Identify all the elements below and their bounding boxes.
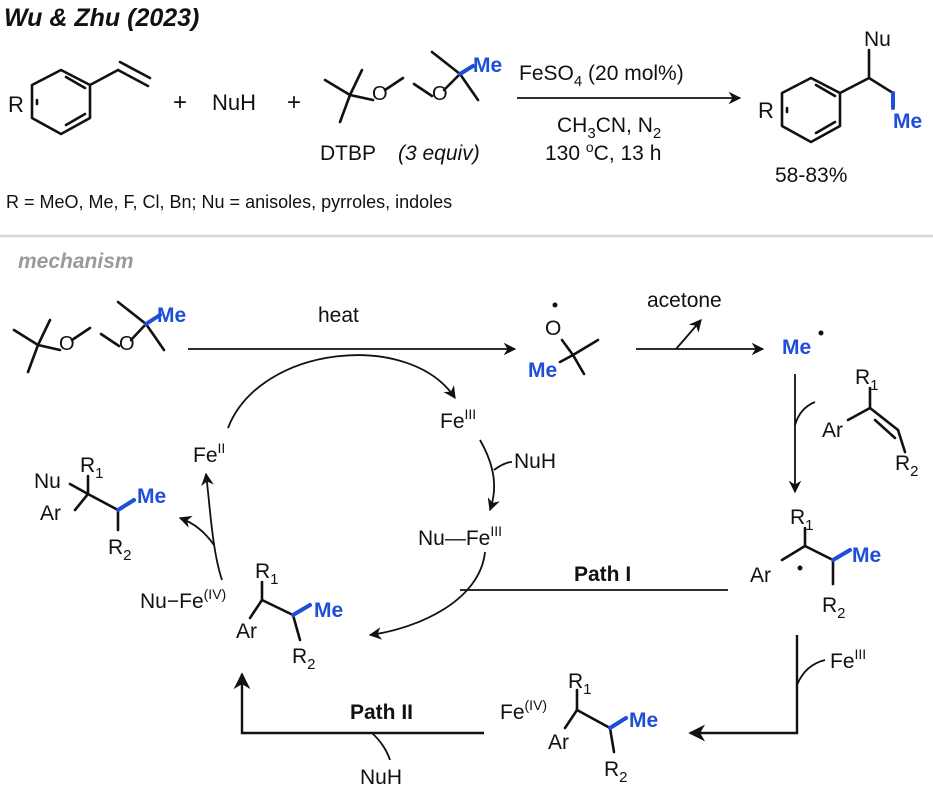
alkoxy-oxygen-label: O <box>545 317 561 340</box>
alkene-r1: R1 <box>855 366 879 394</box>
alkoxy-radical-structure <box>552 302 600 376</box>
nuh-reagent: NuH <box>212 90 256 115</box>
plus-sign-1: + <box>173 89 187 116</box>
yield-range: 58-83% <box>775 164 847 187</box>
mech-dtbp-o1: O <box>59 333 75 355</box>
mech-product-nu: Nu <box>34 470 61 493</box>
conditions-solvent: CH3CN, N2 <box>557 114 661 142</box>
radical-r2: R2 <box>822 594 846 622</box>
cycle-arc-feii-to-feiii <box>227 354 456 429</box>
path2-fe-arrow <box>688 635 799 742</box>
mech-dtbp-o2: O <box>119 333 135 355</box>
benzylic-radical-structure <box>780 526 852 586</box>
dtbp-structure <box>323 50 480 124</box>
nuh-label-1: NuH <box>514 450 556 473</box>
fe4-lower-r1: R1 <box>568 670 592 698</box>
dtbp-methyl-label: Me <box>473 54 502 77</box>
dtbp-equiv: (3 equiv) <box>398 142 480 165</box>
mech-product-r2: R2 <box>108 536 132 564</box>
acetone-release-arrow <box>675 319 702 350</box>
methyl-radical-label: Me <box>782 336 811 359</box>
fe-iii-label-2: FeIII <box>830 646 866 673</box>
dtbp-o1: O <box>372 83 388 105</box>
citation-title: Wu & Zhu (2023) <box>4 4 199 32</box>
product-release-arrow <box>178 515 215 546</box>
product-structure <box>780 48 895 144</box>
fe4-cycle-methyl-label: Me <box>314 599 343 622</box>
alkene-r2: R2 <box>895 452 919 480</box>
fe4-lower-methyl-label: Me <box>629 709 658 732</box>
conditions-temperature: 130 oC, 13 h <box>545 139 661 165</box>
fe4-lower-fe: Fe(IV) <box>500 697 547 724</box>
product-methyl-label: Me <box>893 110 922 133</box>
dtbp-name: DTBP <box>320 142 376 165</box>
radical-methyl-label: Me <box>852 544 881 567</box>
fe4-lower-r2: R2 <box>604 758 628 786</box>
alkene-structure <box>846 386 907 454</box>
alkoxy-methyl-label: Me <box>528 359 557 382</box>
fe-iii-incoming-hook <box>796 659 826 686</box>
fe4-lower-ar: Ar <box>548 731 569 754</box>
nu-fe-complex: Nu—FeIII <box>418 523 502 550</box>
alkene-ar: Ar <box>822 419 843 442</box>
cycle-arc-to-fe4 <box>368 551 486 640</box>
conditions-catalyst: FeSO4 (20 mol%) <box>519 62 684 90</box>
fe4-lower-intermediate <box>563 688 628 754</box>
cycle-arc-to-feii <box>201 472 223 581</box>
product-r-label: R <box>758 98 774 123</box>
cycle-arc-nuh-ligation <box>479 439 500 512</box>
mech-product-ar: Ar <box>40 502 61 525</box>
fe-iii-label: FeIII <box>440 406 476 433</box>
mechanism-product-structure <box>68 474 136 532</box>
scope-footnote: R = MeO, Me, F, Cl, Bn; Nu = anisoles, p… <box>6 192 452 212</box>
fe4-cycle-nu-fe: Nu−Fe(IV) <box>140 586 226 613</box>
acetone-label: acetone <box>647 289 722 312</box>
product-nu-label: Nu <box>864 28 891 51</box>
styrene-structure: R <box>8 60 152 136</box>
mech-dtbp-methyl-label: Me <box>157 304 186 327</box>
fe4-cycle-r2: R2 <box>292 645 316 673</box>
nuh-label-2: NuH <box>360 766 402 789</box>
dtbp-o2: O <box>432 83 448 105</box>
radical-ar: Ar <box>750 564 771 587</box>
mechanism-heading: mechanism <box>18 250 134 273</box>
alkene-incoming-hook <box>794 401 816 426</box>
fe4-cycle-ar: Ar <box>236 620 257 643</box>
methyl-radical-dot <box>818 330 824 336</box>
path2-label: Path II <box>350 701 413 724</box>
dtbp-mechanism-structure <box>12 300 166 374</box>
plus-sign-2: + <box>287 89 301 116</box>
path1-label: Path I <box>574 563 631 586</box>
path2-line <box>233 672 484 735</box>
fe4-cycle-intermediate <box>248 580 312 642</box>
nuh-incoming-hook <box>493 461 513 471</box>
radical-r1: R1 <box>790 506 814 534</box>
nuh-incoming-hook-2 <box>371 732 391 761</box>
styrene-r-label: R <box>8 92 24 117</box>
mech-product-methyl-label: Me <box>137 485 166 508</box>
fe4-cycle-r1: R1 <box>255 560 279 588</box>
fe-ii-label: FeII <box>193 440 225 467</box>
heat-label: heat <box>318 304 359 327</box>
mech-product-r1: R1 <box>80 454 104 482</box>
